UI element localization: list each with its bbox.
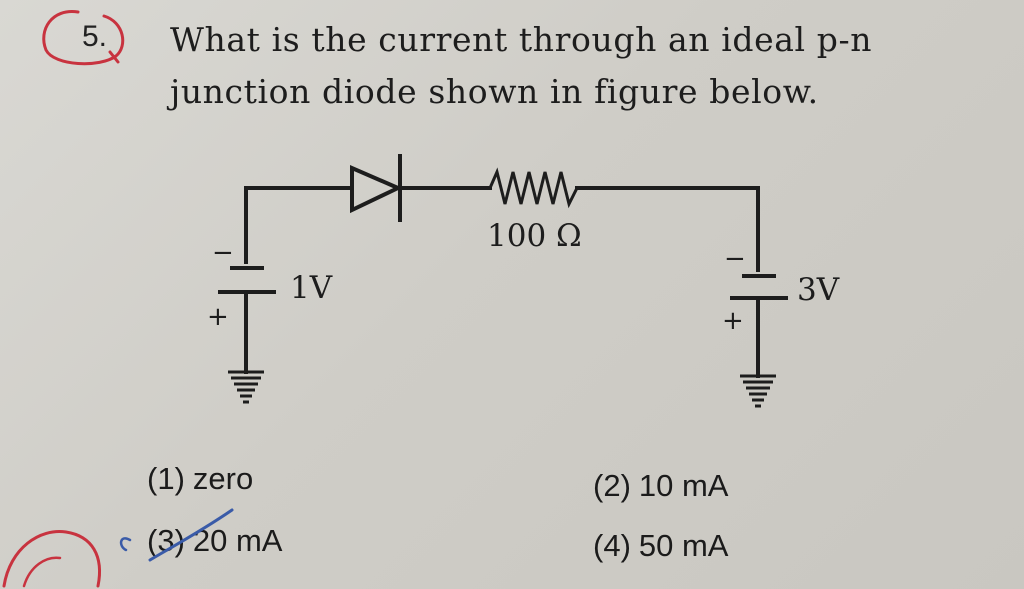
option-3-text: 20 mA	[192, 523, 283, 558]
option-3-number: (3)	[147, 523, 185, 558]
question-text: What is the current through an ideal p-n…	[170, 20, 873, 111]
option-4[interactable]: (4)50 mA	[593, 528, 729, 564]
battery1-plus-sign: +	[207, 302, 229, 332]
diode-icon	[350, 154, 403, 222]
battery2-label: 3V	[797, 272, 840, 308]
resistor-label: 100 Ω	[487, 218, 582, 254]
battery2-minus-sign: −	[724, 244, 746, 274]
battery2-plus-sign: +	[722, 306, 744, 336]
option-4-text: 50 mA	[638, 528, 729, 563]
ground-icon-2	[740, 374, 776, 408]
option-2-text: 10 mA	[638, 468, 729, 503]
option-1-text: zero	[192, 461, 254, 496]
option-2[interactable]: (2)10 mA	[593, 468, 729, 504]
ground-icon-1	[228, 370, 264, 404]
option-1-number: (1)	[147, 461, 185, 496]
resistor-icon	[488, 167, 580, 209]
option-3[interactable]: (3)20 mA	[147, 523, 283, 559]
option-4-number: (4)	[593, 528, 631, 563]
question-number: 5.	[82, 20, 108, 53]
option-1[interactable]: (1)zero	[147, 461, 253, 497]
battery1-minus-sign: −	[212, 238, 234, 268]
option-2-number: (2)	[593, 468, 631, 503]
battery1-label: 1V	[290, 270, 333, 306]
